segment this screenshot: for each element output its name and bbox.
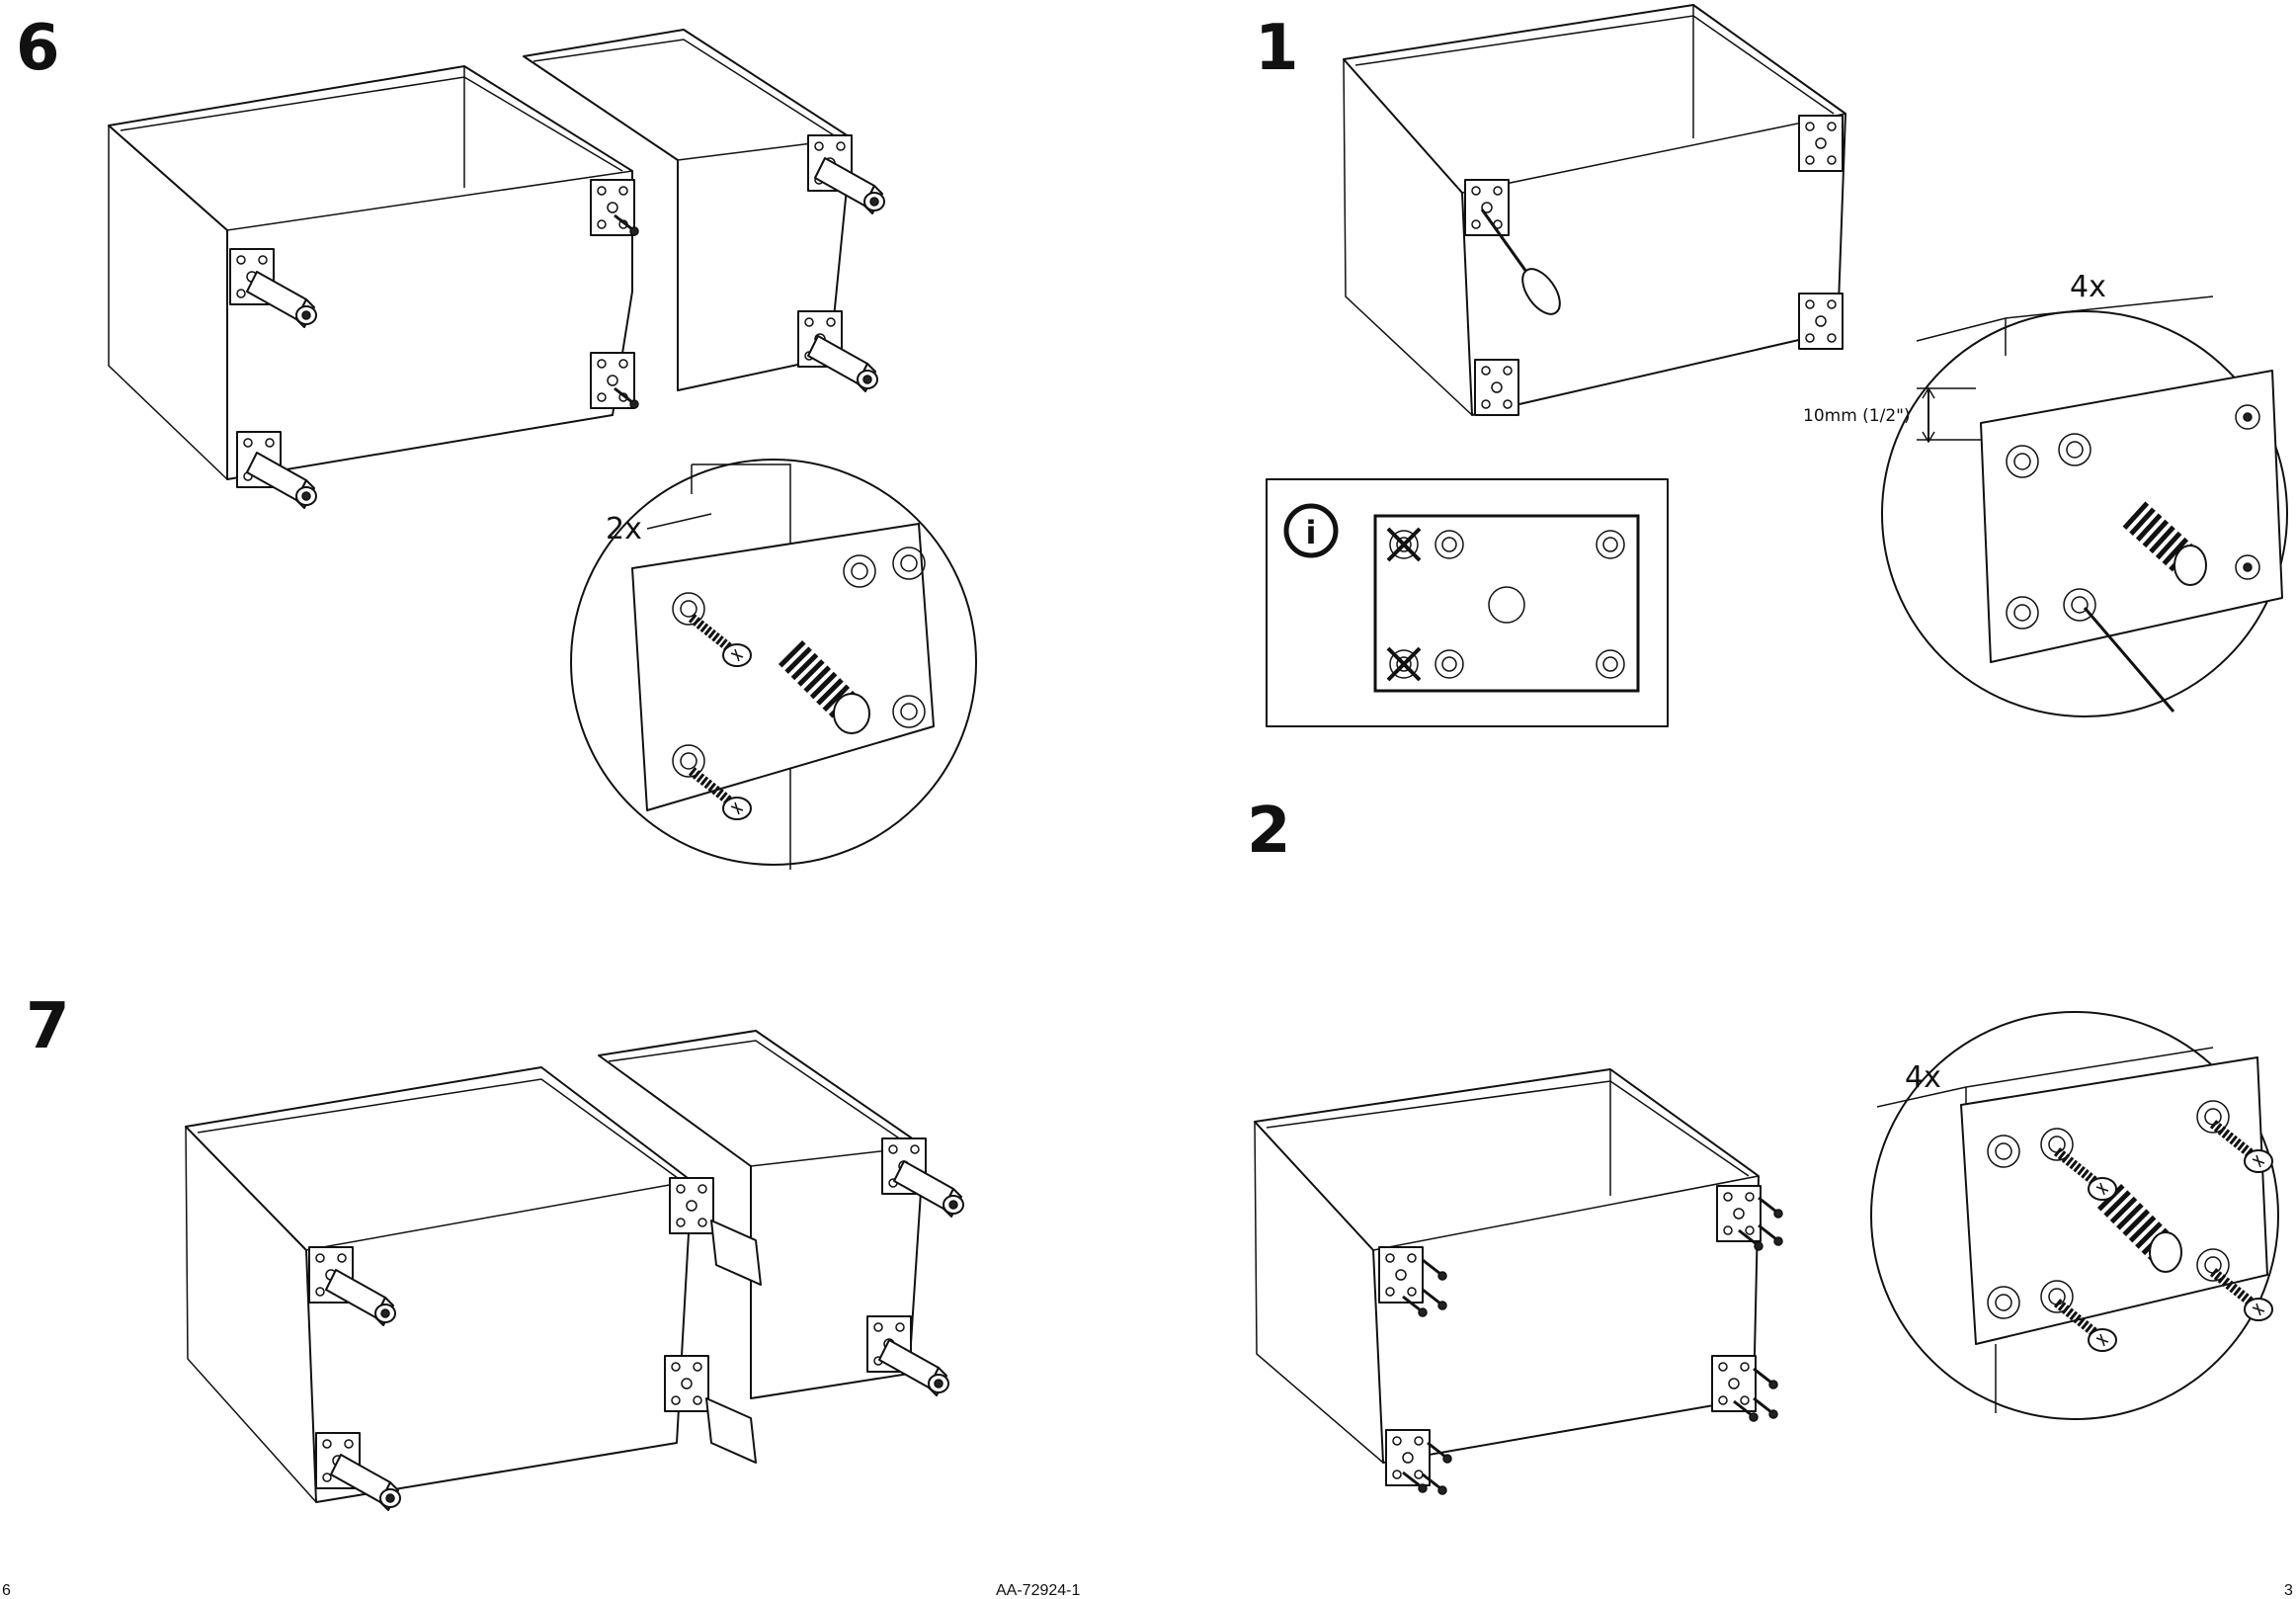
step-number-2: 2 [1247, 795, 1291, 868]
mounting-plate-icon [1465, 180, 1509, 235]
mounting-plate-icon [1475, 360, 1518, 415]
mounting-plate-icon [1717, 1186, 1761, 1241]
leg-icon [706, 1398, 756, 1463]
mounting-plate-icon [1375, 516, 1638, 691]
detail-circle-step1 [1882, 296, 2287, 716]
screw-icon [1754, 1369, 1777, 1389]
cabinet-front [109, 66, 632, 479]
page-number-left: 6 [2, 1582, 11, 1599]
mounting-plate-icon [670, 1178, 713, 1233]
screw-icon [1759, 1198, 1782, 1218]
cabinet [1255, 1069, 1759, 1463]
dimension-label: 10mm (1/2") [1803, 406, 1911, 426]
quantity-label: 4x [2070, 270, 2106, 304]
info-box: i [1267, 479, 1668, 726]
page-number-right: 3 [2284, 1582, 2293, 1599]
step-1: 1 i [1255, 5, 2287, 726]
step-number-1: 1 [1255, 12, 1299, 85]
step-6: 6 [16, 12, 976, 870]
cabinet-front [186, 1067, 692, 1502]
step-7: 7 [26, 990, 963, 1510]
step-number-6: 6 [16, 12, 60, 85]
step-2: 2 [1247, 795, 2278, 1494]
mounting-plate-icon [1379, 1247, 1423, 1303]
footer: 6 AA-72924-1 3 [2, 1582, 2293, 1599]
mounting-plate-icon [665, 1356, 708, 1411]
cabinet [1344, 5, 1845, 415]
quantity-label: 4x [1905, 1060, 1941, 1095]
mounting-plate-icon [1799, 116, 1843, 171]
screw-icon [1759, 1225, 1782, 1245]
info-icon-glyph: i [1306, 514, 1317, 551]
quantity-label: 2x [606, 512, 642, 547]
document-code: AA-72924-1 [996, 1582, 1080, 1599]
mounting-plate-icon [1799, 294, 1843, 349]
step-number-7: 7 [26, 990, 70, 1063]
